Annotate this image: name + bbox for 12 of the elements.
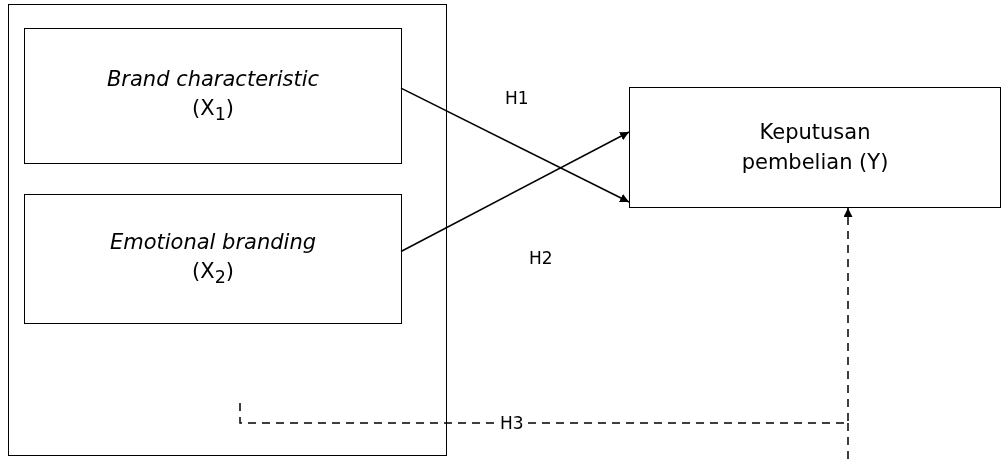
arrow: [400, 131, 630, 253]
variable-name: Keputusan pembelian (Y): [740, 119, 890, 176]
variable-box: [24, 194, 402, 324]
arrow: [400, 87, 630, 203]
variable-box: [629, 87, 1001, 208]
variable-name: Brand characteristic: [106, 65, 320, 93]
variable-name: Emotional branding: [109, 228, 317, 256]
dashed-arrow: [239, 207, 853, 424]
variable-symbol: (X$_{1}$): [192, 95, 234, 127]
variable-symbol: (X$_{2}$): [192, 258, 234, 290]
group-box: [8, 4, 447, 456]
variable-box: [24, 28, 402, 164]
